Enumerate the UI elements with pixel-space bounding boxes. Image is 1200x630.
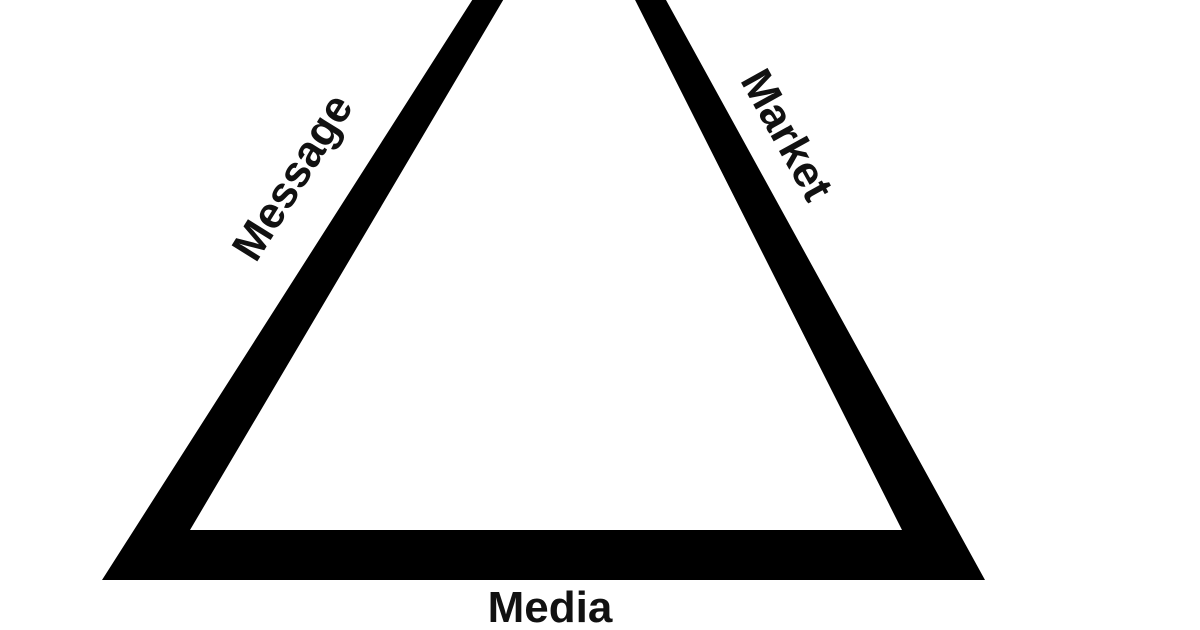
triangle-frame <box>102 0 985 580</box>
bottom-side-label: Media <box>488 583 613 630</box>
